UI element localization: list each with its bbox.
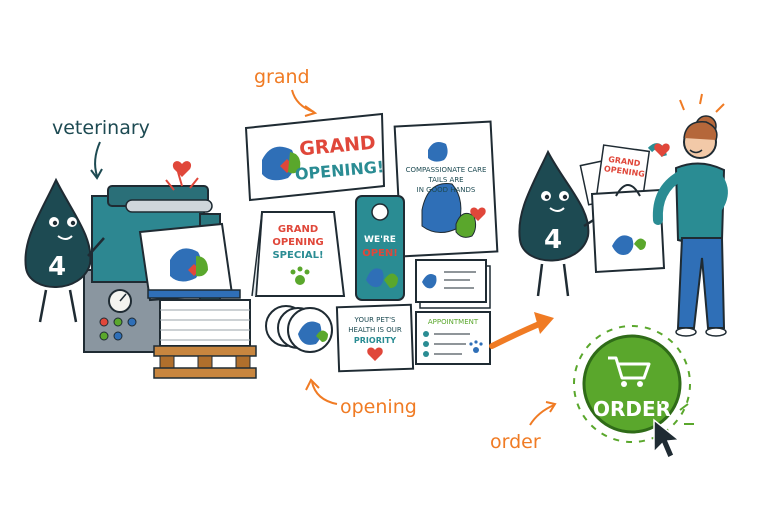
click-sparkle <box>659 395 694 425</box>
tent-card-line1: GRAND <box>278 224 318 235</box>
happy-customer <box>652 93 728 337</box>
order-annotation: order <box>490 431 541 453</box>
shopping-bag <box>579 143 667 274</box>
tent-card-line3: SPECIAL! <box>272 250 323 261</box>
order-arrow <box>529 404 555 426</box>
appointment-card <box>415 311 491 365</box>
order-button-label[interactable]: ORDER <box>593 397 671 421</box>
grand-arrow <box>291 89 315 113</box>
bag-flyer-line1: GRAND <box>608 155 642 168</box>
health-card <box>335 303 415 373</box>
heart-icon-right <box>654 143 670 157</box>
poster-line1: COMPASSIONATE CARE <box>406 166 487 174</box>
tent-card-line2: OPENING <box>272 237 323 248</box>
poster-line2: TAILS ARE <box>427 176 463 184</box>
heart-icon <box>172 161 192 177</box>
health-card-line3: PRIORITY <box>354 336 396 345</box>
business-cards <box>415 259 491 309</box>
poster-line3: IN GOOD HANDS <box>417 186 476 194</box>
ink-drop-mascot-right <box>518 149 601 297</box>
door-hanger-line1: WE'RE <box>364 235 396 245</box>
mascot-number-left: 4 <box>48 252 66 282</box>
health-card-line1: YOUR PET'S <box>354 316 396 324</box>
veterinary-arrow <box>94 141 101 177</box>
grand-annotation: grand <box>254 66 310 88</box>
mascot-number-right: 4 <box>544 225 562 255</box>
opening-annotation: opening <box>340 396 417 418</box>
tent-card <box>251 211 346 297</box>
door-hanger <box>355 195 405 301</box>
door-hanger-line2: OPEN! <box>362 248 398 259</box>
printing-press <box>83 171 257 379</box>
opening-arrow <box>311 381 338 405</box>
health-card-line2: HEALTH IS OUR <box>348 326 402 334</box>
ink-drop-mascot-left <box>24 177 105 323</box>
appointment-card-title: APPOINTMENT <box>428 318 479 326</box>
shopping-cart-icon <box>608 356 651 387</box>
grand-opening-banner <box>244 112 386 202</box>
veterinary-annotation: veterinary <box>52 117 150 139</box>
order-button[interactable] <box>573 325 691 443</box>
flow-arrow <box>489 319 547 349</box>
mouse-cursor-icon <box>653 418 681 460</box>
poster <box>393 120 499 258</box>
paw-icon <box>295 275 305 285</box>
round-stickers <box>265 305 333 353</box>
